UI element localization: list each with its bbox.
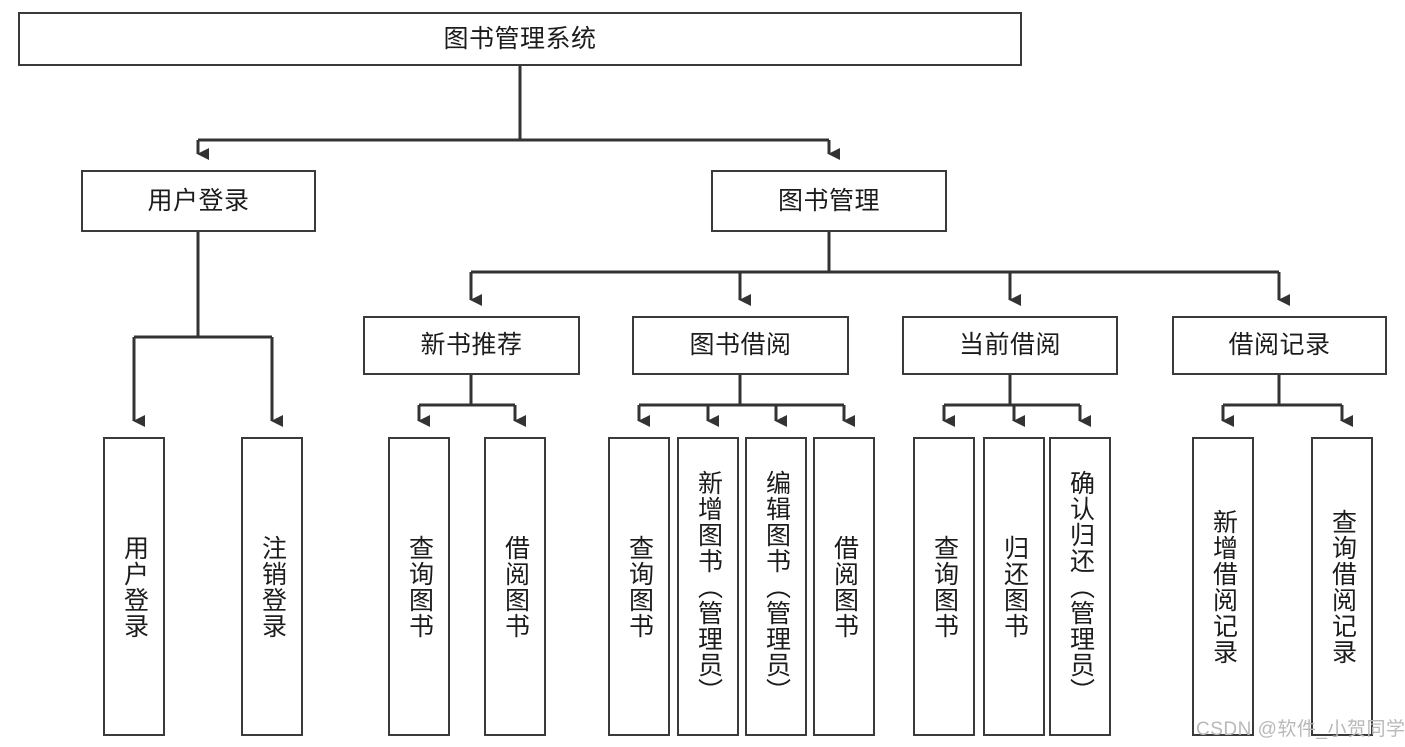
node-root[interactable]: 图书管理系统 [18, 12, 1022, 66]
node-leaf-borrow-book-2[interactable]: 借阅图书 [813, 437, 875, 736]
node-leaf-confirm-return[interactable]: 确认归还（管理员） [1049, 437, 1111, 736]
node-book-management[interactable]: 图书管理 [711, 170, 947, 232]
node-current-borrow[interactable]: 当前借阅 [902, 316, 1118, 375]
node-book-management-label: 图书管理 [777, 186, 880, 215]
csdn-watermark: CSDN @软件_小贺同学 [1196, 719, 1405, 740]
node-leaf-query-book-1-label: 查询图书 [405, 534, 434, 639]
node-leaf-edit-book[interactable]: 编辑图书（管理员） [745, 437, 807, 736]
node-leaf-query-record[interactable]: 查询借阅记录 [1311, 437, 1373, 736]
node-leaf-query-book-1[interactable]: 查询图书 [388, 437, 450, 736]
node-new-book-recommend[interactable]: 新书推荐 [363, 316, 580, 375]
node-leaf-query-book-3[interactable]: 查询图书 [913, 437, 975, 736]
node-leaf-confirm-return-label: 确认归还（管理员） [1066, 469, 1095, 704]
node-borrow-record-label: 借阅记录 [1228, 331, 1331, 360]
node-leaf-return-book[interactable]: 归还图书 [983, 437, 1045, 736]
node-leaf-query-record-label: 查询借阅记录 [1328, 508, 1357, 665]
node-current-borrow-label: 当前借阅 [958, 331, 1061, 360]
node-leaf-user-login-label: 用户登录 [120, 534, 149, 639]
node-leaf-user-login[interactable]: 用户登录 [103, 437, 165, 736]
node-leaf-add-record-label: 新增借阅记录 [1209, 508, 1238, 665]
node-leaf-user-logout-label: 注销登录 [258, 534, 287, 639]
node-user-login-label: 用户登录 [147, 186, 250, 215]
node-leaf-borrow-book-2-label: 借阅图书 [830, 534, 859, 639]
node-new-book-recommend-label: 新书推荐 [420, 331, 523, 360]
node-leaf-return-book-label: 归还图书 [1000, 534, 1029, 639]
node-leaf-edit-book-label: 编辑图书（管理员） [762, 469, 791, 704]
node-leaf-add-book-label: 新增图书（管理员） [694, 469, 723, 704]
node-book-borrow-label: 图书借阅 [689, 331, 792, 360]
node-leaf-user-logout[interactable]: 注销登录 [241, 437, 303, 736]
node-leaf-add-book[interactable]: 新增图书（管理员） [677, 437, 739, 736]
node-leaf-query-book-3-label: 查询图书 [930, 534, 959, 639]
node-leaf-query-book-2[interactable]: 查询图书 [608, 437, 670, 736]
node-leaf-add-record[interactable]: 新增借阅记录 [1192, 437, 1254, 736]
node-root-label: 图书管理系统 [443, 24, 597, 53]
node-borrow-record[interactable]: 借阅记录 [1172, 316, 1387, 375]
node-leaf-borrow-book-1-label: 借阅图书 [501, 534, 530, 639]
node-leaf-query-book-2-label: 查询图书 [625, 534, 654, 639]
node-user-login[interactable]: 用户登录 [81, 170, 316, 232]
node-book-borrow[interactable]: 图书借阅 [632, 316, 849, 375]
node-leaf-borrow-book-1[interactable]: 借阅图书 [484, 437, 546, 736]
